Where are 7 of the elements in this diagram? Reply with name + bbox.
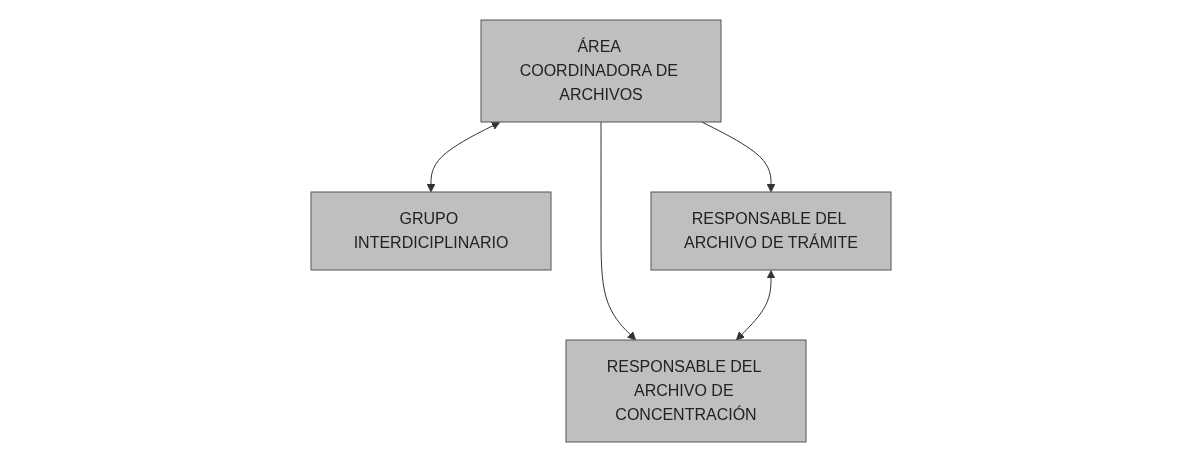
arrow — [426, 121, 500, 192]
node-box: ÁREA COORDINADORA DE ARCHIVOS — [480, 19, 721, 122]
node-box: RESPONSABLE DEL ARCHIVO DE TRÁMITE — [650, 191, 891, 270]
node-box: RESPONSABLE DEL ARCHIVO DE CONCENTRACIÓN — [565, 339, 806, 442]
node-box: GRUPO INTERDICIPLINARIO — [310, 191, 551, 270]
arrow — [735, 269, 775, 340]
arrow — [600, 121, 636, 340]
